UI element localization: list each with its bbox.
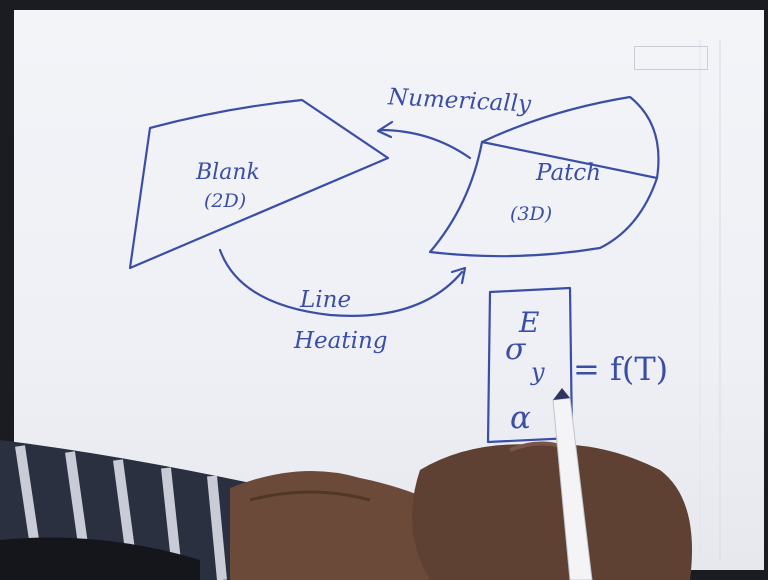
blank-2d-shape — [128, 98, 390, 270]
corner-stamp — [634, 46, 708, 70]
line-heating-arrow — [218, 248, 464, 317]
patch-3d-shape — [428, 95, 660, 258]
numerical-arrow — [378, 128, 472, 160]
right-hand — [412, 444, 692, 580]
